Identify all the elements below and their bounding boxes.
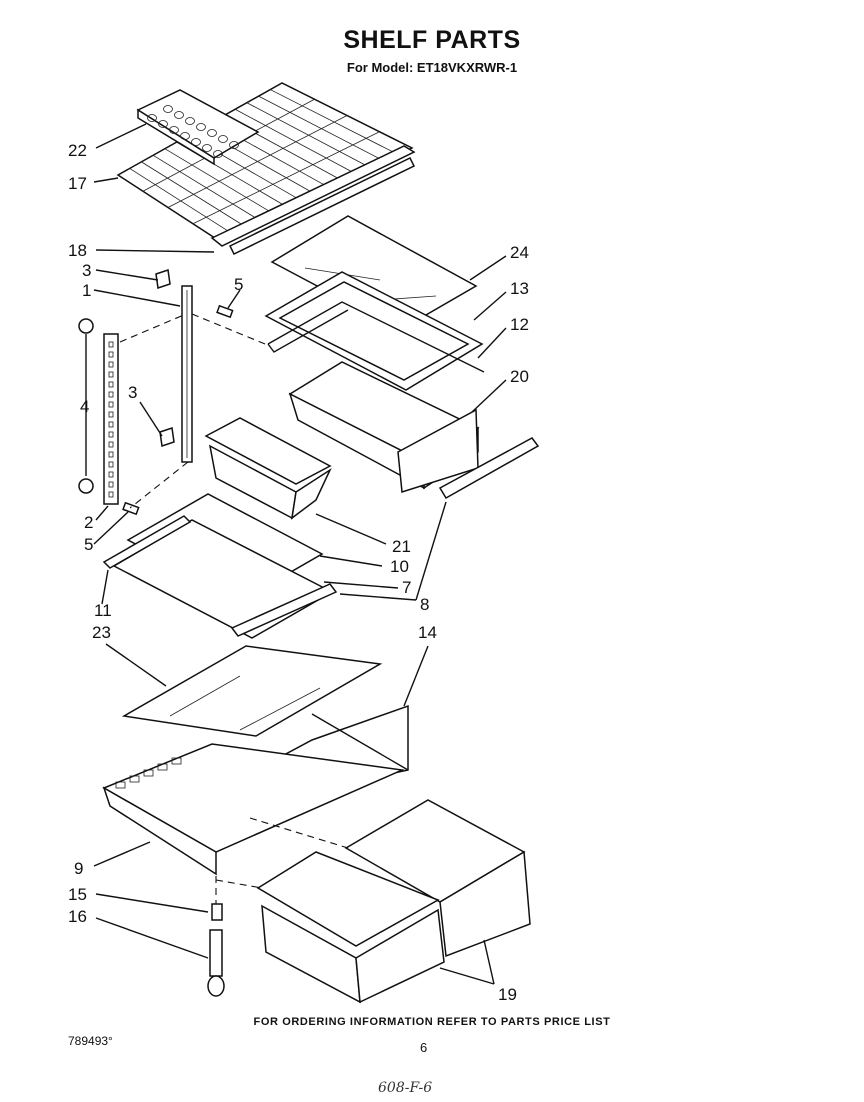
- roller-15: [211, 903, 223, 921]
- screws: [122, 304, 234, 516]
- meat-pan-20: [288, 361, 480, 493]
- callout-21: 21: [392, 537, 411, 556]
- callout-2: 2: [84, 513, 93, 532]
- callout-17: 17: [68, 174, 87, 193]
- ice-cube-tray: [136, 89, 260, 166]
- callout-8: 8: [420, 595, 429, 614]
- callout-3-mid: 3: [128, 383, 137, 402]
- callout-18: 18: [68, 241, 87, 260]
- callout-1: 1: [82, 281, 91, 300]
- leg-16: [207, 929, 225, 997]
- page-title: SHELF PARTS: [343, 26, 521, 54]
- ordering-note: FOR ORDERING INFORMATION REFER TO PARTS …: [253, 1016, 611, 1028]
- callout-12: 12: [510, 315, 529, 334]
- callout-22: 22: [68, 141, 87, 160]
- callout-15: 15: [68, 885, 87, 904]
- callout-4: 4: [80, 397, 89, 416]
- callout-5-bottom: 5: [84, 535, 93, 554]
- callout-9: 9: [74, 859, 83, 878]
- callout-24: 24: [510, 243, 529, 262]
- callout-3-top: 3: [82, 261, 91, 280]
- callout-20: 20: [510, 367, 529, 386]
- callout-7: 7: [402, 578, 411, 597]
- crisper-drawers-19: [256, 799, 531, 1004]
- front-trim-8: [438, 437, 540, 500]
- frame-rails-12: [267, 301, 485, 373]
- shelf-assembly-10-7: [102, 493, 338, 639]
- callout-11: 11: [94, 601, 112, 620]
- model-subtitle: For Model: ET18VKXRWR-1: [346, 60, 518, 75]
- bin-21: [204, 417, 332, 520]
- ladder-rail: [103, 333, 119, 505]
- callout-13: 13: [510, 279, 529, 298]
- callout-23: 23: [92, 623, 111, 642]
- handwritten-note: 608-F-6: [378, 1080, 433, 1096]
- glass-shelf-23: [121, 645, 383, 737]
- callout-19: 19: [498, 985, 517, 1004]
- rail-caps: [78, 318, 94, 494]
- document-number: 789493°: [68, 1034, 113, 1048]
- shelf-rail-18: [210, 145, 416, 256]
- clips: [155, 269, 175, 447]
- shelf-frame-13: [264, 271, 484, 391]
- callout-5-top: 5: [234, 275, 243, 294]
- callout-16: 16: [68, 907, 87, 926]
- crisper-frame-9: [102, 743, 405, 876]
- page-number: 6: [420, 1040, 428, 1055]
- callout-10: 10: [390, 557, 409, 576]
- shelf-support: [181, 285, 193, 463]
- assembly-guides: [119, 313, 349, 904]
- callout-14: 14: [418, 623, 437, 642]
- leader-lines: [85, 123, 507, 985]
